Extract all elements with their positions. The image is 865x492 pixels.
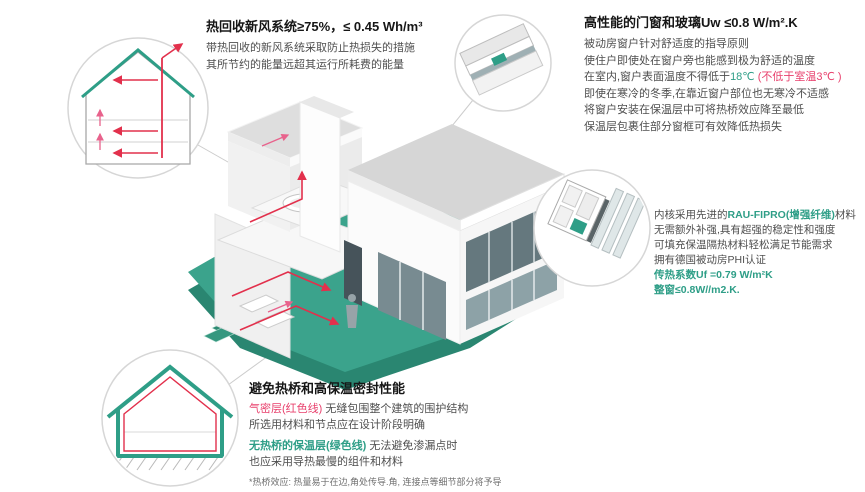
main-house-illustration [188,96,565,390]
profile-material-name: RAU-FIPRO(增强纤维) [727,209,835,221]
insulation-layer-label: 无热桥的保温层(绿色线) [249,439,367,452]
windows-text-block: 高性能的门窗和玻璃Uw ≤0.8 W/m².K 被动房窗户针对舒适度的指导原则 … [584,12,864,135]
windows-line-segment: 在室内,窗户表面温度不得低于 [584,71,731,83]
heat-recovery-callout [67,37,209,179]
profile-line-segment: 内核采用先进的 [654,209,728,221]
profile-line: 拥有德国被动房PHI认证 [654,253,767,266]
entry-door [344,240,362,306]
windows-temp-note: (不低于室温3℃ ) [754,71,842,83]
profile-line: 无需额外补强,具有超强的稳定性和强度 [654,223,836,236]
airtight-layer-text: 无缝包围整个建筑的围护结构 [322,403,469,415]
window-profile-callout [533,169,651,287]
windows-temp-value: 18℃ [730,71,755,83]
windows-line: 保温层包裹住部分窗框可有效降低热损失 [584,120,782,133]
thermal-bridge-text-block: 避免热桥和高保温密封性能 气密层(红色线) 无缝包围整个建筑的围护结构 所选用材… [249,378,579,489]
windows-title: 高性能的门窗和玻璃Uw ≤0.8 W/m².K [584,15,798,30]
window-corner-callout [454,14,552,112]
window-profile-detail [547,179,647,259]
glass-doors [378,252,446,340]
insulated-roof-line [81,48,195,99]
profile-uf-value: 传热系数Uf =0.79 W/m²K [654,268,773,281]
thermal-bridge-title: 避免热桥和高保温密封性能 [249,381,406,396]
house-section-fill [118,372,222,456]
frame-profile-text-block: 内核采用先进的RAU-FIPRO(增强纤维)材料 无需额外补强,具有超强的稳定性… [654,208,865,297]
thermal-bridge-footnote: *热桥效应: 热量易于在边,角处传导.角, 连接点等细节部分将予导 [249,476,502,487]
profile-line-segment: 材料 [834,209,856,221]
windows-line: 使住户即使处在窗户旁也能感到极为舒适的温度 [584,54,815,67]
windows-line: 被动房窗户针对舒适度的指导原则 [584,38,749,50]
insulation-layer-text: 无法避免渗漏点时 [366,439,458,452]
heat-recovery-title: 热回收新风系统≥75%，≤ 0.45 Wh/m³ [206,19,423,34]
windows-line: 即使在寒冷的冬季,在靠近窗户部位也无寒冷不适感 [584,87,830,100]
profile-line: 可填充保温隔热材料轻松满足节能需求 [654,238,833,251]
kitchen-counter [238,294,280,313]
airtight-layer-text: 所选用材料和节点应在设计阶段明确 [249,418,425,431]
house-center-wall [299,96,354,253]
airtight-layer-label: 气密层(红色线) [249,403,323,415]
windows-line: 在室内,窗户表面温度不得低于18℃ (不低于室温3℃ ) [584,69,864,86]
insulation-green-line [106,364,234,458]
house-right-wing [344,124,565,345]
heat-recovery-desc-line: 其所节约的能量远超其运行所耗费的能量 [206,58,404,71]
profile-uw-value: 整窗≤0.8W//m2.K. [654,283,740,296]
window-corner-detail [459,23,544,96]
insulation-layer-paragraph: 无热桥的保温层(绿色线) 无法避免渗漏点时 也应采用导热最慢的组件和材料 [249,439,579,471]
insulation-layer-text: 也应采用导热最慢的组件和材料 [249,455,403,468]
lower-window-band [466,260,557,330]
profile-line: 内核采用先进的RAU-FIPRO(增强纤维)材料 [654,208,865,223]
heat-recovery-desc-line: 带热回收的新风系统采取防止热损失的措施 [206,42,415,54]
person-figure [346,294,358,328]
airtight-layer-paragraph: 气密层(红色线) 无缝包围整个建筑的围护结构 所选用材料和节点应在设计阶段明确 [249,402,579,434]
airtight-red-line [123,376,217,452]
thermal-bridge-callout [101,349,239,487]
ventilation-duct-lines [231,133,340,331]
leader-line [227,355,269,386]
heat-recovery-text-block: 热回收新风系统≥75%，≤ 0.45 Wh/m³ 带热回收的新风系统采取防止热损… [206,16,506,73]
airflow-arrows [96,43,184,158]
kitchen-counter [254,310,296,329]
windows-line: 将窗户安装在保温层中可将热桥效应降至最低 [584,104,804,116]
